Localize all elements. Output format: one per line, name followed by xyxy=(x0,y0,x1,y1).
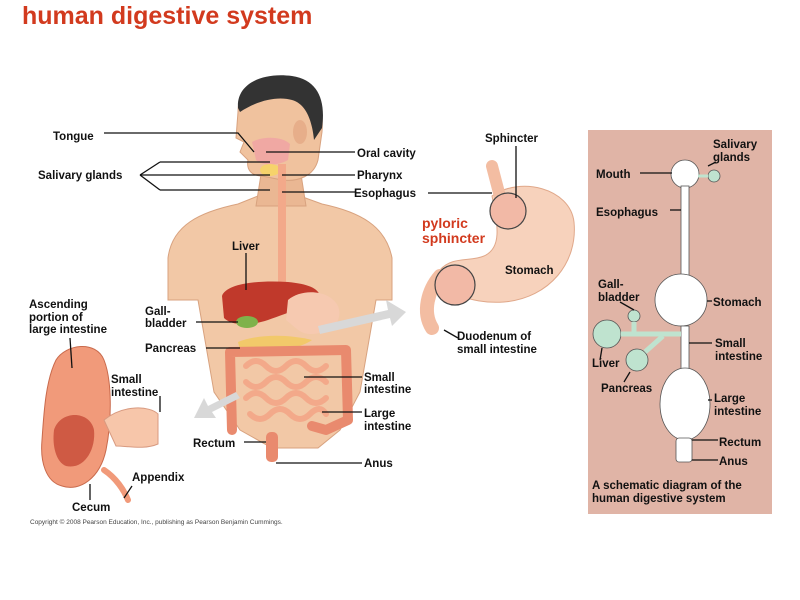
label-sch-small-intestine-2: intestine xyxy=(715,351,762,363)
large-intestine-inset xyxy=(41,346,159,503)
schematic-caption-1: A schematic diagram of the xyxy=(592,480,742,492)
appendix-shape xyxy=(101,467,131,503)
label-sch-small-intestine-1: Small xyxy=(715,338,746,350)
cecum-shape xyxy=(53,415,95,467)
torso xyxy=(167,195,393,449)
leader-lines xyxy=(69,132,718,500)
label-pyloric-1: pyloric xyxy=(422,215,468,231)
schematic-small-intestine xyxy=(680,325,690,371)
esophagus-shape xyxy=(278,164,286,292)
schematic-esophagus xyxy=(680,185,690,279)
label-pyloric-2: sphincter xyxy=(422,230,486,246)
label-sch-gallbladder-2: bladder xyxy=(598,292,640,304)
schematic-panel xyxy=(588,130,772,514)
label-gallbladder-1: Gall- xyxy=(145,306,171,318)
arrow-to-stomach xyxy=(318,300,406,334)
page-title: human digestive system xyxy=(22,2,313,30)
label-inset-small-intestine-1: Small xyxy=(111,374,142,386)
schematic-gallbladder xyxy=(627,309,641,323)
label-ascending-3: large intestine xyxy=(29,324,107,336)
label-ascending-1: Ascending xyxy=(29,299,88,311)
label-duodenum-2: small intestine xyxy=(457,344,537,356)
schematic-mouth xyxy=(670,159,700,189)
label-small-intestine-1: Small xyxy=(364,372,395,384)
label-sch-salivary-1: Salivary xyxy=(713,139,758,151)
inset-small-intestine-shape xyxy=(103,407,159,448)
label-oral-cavity: Oral cavity xyxy=(357,148,416,160)
label-sch-salivary-2: glands xyxy=(713,152,750,164)
gallbladder-shape xyxy=(236,316,258,328)
label-tongue: Tongue xyxy=(53,131,94,143)
body-stomach-shape xyxy=(286,292,340,334)
liver-shape xyxy=(222,281,320,325)
label-sch-stomach: Stomach xyxy=(713,297,762,309)
schematic-caption-2: human digestive system xyxy=(592,493,726,505)
sphincter-magnifier xyxy=(489,192,527,230)
label-sch-liver: Liver xyxy=(592,358,620,370)
copyright-notice: Copyright © 2008 Pearson Education, Inc.… xyxy=(30,518,283,526)
stomach-inset-labels: Sphincter pyloric sphincter Stomach Duod… xyxy=(422,133,554,356)
schematic-rectum xyxy=(675,437,693,463)
label-sch-large-intestine-2: intestine xyxy=(714,406,761,418)
label-pharynx: Pharynx xyxy=(357,170,403,182)
schematic-large-intestine xyxy=(659,367,711,441)
pyloric-magnifier xyxy=(434,264,476,306)
label-anus: Anus xyxy=(364,458,393,470)
label-liver: Liver xyxy=(232,241,260,253)
schematic-stomach xyxy=(654,273,708,327)
stomach-inset xyxy=(419,160,575,335)
schematic-pancreas xyxy=(625,348,649,372)
label-inset-small-intestine-2: intestine xyxy=(111,387,158,399)
schematic-labels: Salivary glands Mouth Esophagus Gall- bl… xyxy=(592,139,762,505)
schematic-ducts xyxy=(621,322,681,354)
label-cecum: Cecum xyxy=(72,502,110,514)
label-esophagus: Esophagus xyxy=(354,188,416,200)
arrow-to-intestine xyxy=(194,392,240,418)
large-intestine-inset-labels: Ascending portion of large intestine Sma… xyxy=(29,299,185,514)
salivary-gland-shape xyxy=(260,164,280,176)
label-appendix: Appendix xyxy=(132,472,185,484)
label-ascending-2: portion of xyxy=(29,312,83,324)
label-salivary-glands: Salivary glands xyxy=(38,170,122,182)
label-large-intestine-1: Large xyxy=(364,408,395,420)
label-rectum: Rectum xyxy=(193,438,235,450)
large-intestine-shape xyxy=(225,345,353,435)
label-small-intestine-2: intestine xyxy=(364,384,411,396)
label-gallbladder-2: bladder xyxy=(145,318,187,330)
schematic-liver xyxy=(592,319,622,349)
human-body-figure xyxy=(167,75,393,462)
rectum-shape xyxy=(266,432,278,462)
label-sch-anus: Anus xyxy=(719,456,748,468)
label-inset-stomach: Stomach xyxy=(505,265,554,277)
label-sch-mouth: Mouth xyxy=(596,169,630,181)
ear xyxy=(293,120,307,144)
label-sphincter: Sphincter xyxy=(485,133,539,145)
label-sch-pancreas: Pancreas xyxy=(601,383,652,395)
label-sch-rectum: Rectum xyxy=(719,437,761,449)
body-labels: Tongue Salivary glands Oral cavity Phary… xyxy=(38,131,416,470)
label-sch-large-intestine-1: Large xyxy=(714,393,745,405)
oral-cavity-shape xyxy=(252,137,290,165)
small-intestine-coils xyxy=(243,358,329,422)
schematic-salivary xyxy=(707,169,721,183)
label-duodenum-1: Duodenum of xyxy=(457,331,531,343)
label-sch-esophagus: Esophagus xyxy=(596,207,658,219)
hair xyxy=(237,75,323,140)
label-sch-gallbladder-1: Gall- xyxy=(598,279,624,291)
label-large-intestine-2: intestine xyxy=(364,421,411,433)
label-pancreas: Pancreas xyxy=(145,343,196,355)
